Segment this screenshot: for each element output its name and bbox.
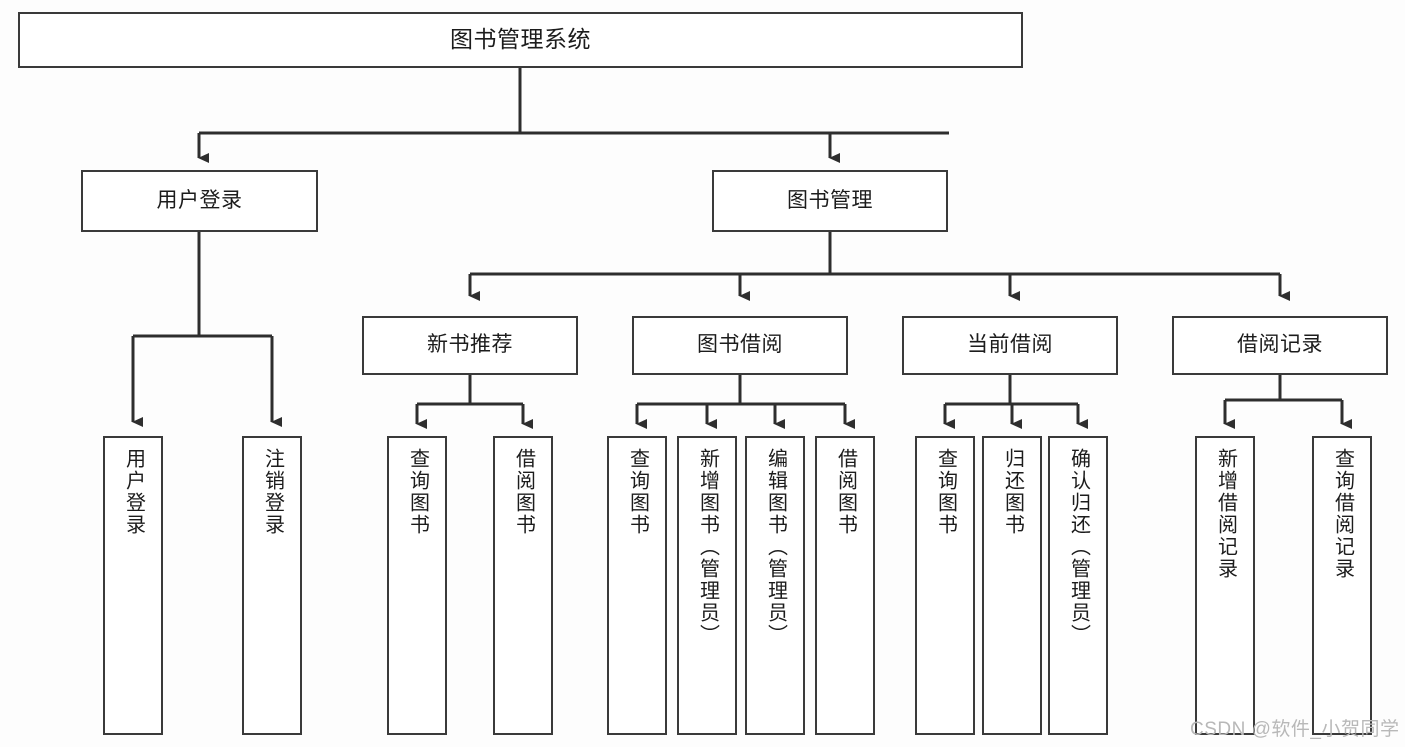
node-new-book-recommend[interactable]: 新书推荐 [362, 316, 578, 375]
node-root[interactable]: 图书管理系统 [18, 12, 1023, 68]
node-leaf-user-login[interactable]: 用户登录 [103, 436, 163, 735]
node-current-borrow-label: 当前借阅 [967, 333, 1053, 357]
node-leaf-user-login-label: 用户登录 [122, 448, 145, 536]
node-book-borrow-label: 图书借阅 [697, 333, 783, 357]
node-user-login-label: 用户登录 [156, 188, 243, 212]
node-leaf-add-record[interactable]: 新增借阅记录 [1195, 436, 1255, 735]
node-leaf-query-record[interactable]: 查询借阅记录 [1312, 436, 1372, 735]
node-leaf-confirm-return-label: 确认归还（管理员） [1067, 448, 1090, 646]
node-leaf-add-record-label: 新增借阅记录 [1214, 448, 1237, 580]
node-leaf-edit-book-label: 编辑图书（管理员） [764, 448, 787, 646]
node-leaf-borrow-book-1[interactable]: 借阅图书 [493, 436, 553, 735]
node-leaf-query-book-1-label: 查询图书 [406, 448, 429, 536]
node-root-label: 图书管理系统 [450, 26, 591, 53]
node-user-login[interactable]: 用户登录 [81, 170, 318, 232]
node-leaf-confirm-return[interactable]: 确认归还（管理员） [1048, 436, 1108, 735]
node-leaf-logout-login[interactable]: 注销登录 [242, 436, 302, 735]
node-leaf-query-book-3[interactable]: 查询图书 [915, 436, 975, 735]
node-leaf-query-book-3-label: 查询图书 [934, 448, 957, 536]
node-leaf-logout-login-label: 注销登录 [261, 448, 284, 536]
csdn-watermark: CSDN @软件_小贺同学 [1190, 719, 1400, 740]
node-leaf-query-record-label: 查询借阅记录 [1331, 448, 1354, 580]
node-leaf-return-book[interactable]: 归还图书 [982, 436, 1042, 735]
node-current-borrow[interactable]: 当前借阅 [902, 316, 1118, 375]
node-book-borrow[interactable]: 图书借阅 [632, 316, 848, 375]
node-borrow-record[interactable]: 借阅记录 [1172, 316, 1388, 375]
node-leaf-add-book-label: 新增图书（管理员） [696, 448, 719, 646]
node-leaf-query-book-2-label: 查询图书 [626, 448, 649, 536]
node-leaf-query-book-1[interactable]: 查询图书 [387, 436, 447, 735]
node-book-management[interactable]: 图书管理 [712, 170, 948, 232]
node-new-book-recommend-label: 新书推荐 [427, 333, 513, 357]
node-leaf-borrow-book-2-label: 借阅图书 [834, 448, 857, 536]
node-leaf-borrow-book-2[interactable]: 借阅图书 [815, 436, 875, 735]
node-leaf-return-book-label: 归还图书 [1001, 448, 1024, 536]
node-borrow-record-label: 借阅记录 [1237, 333, 1323, 357]
node-leaf-add-book[interactable]: 新增图书（管理员） [677, 436, 737, 735]
node-leaf-edit-book[interactable]: 编辑图书（管理员） [745, 436, 805, 735]
node-book-management-label: 图书管理 [787, 188, 873, 212]
node-leaf-query-book-2[interactable]: 查询图书 [607, 436, 667, 735]
node-leaf-borrow-book-1-label: 借阅图书 [512, 448, 535, 536]
